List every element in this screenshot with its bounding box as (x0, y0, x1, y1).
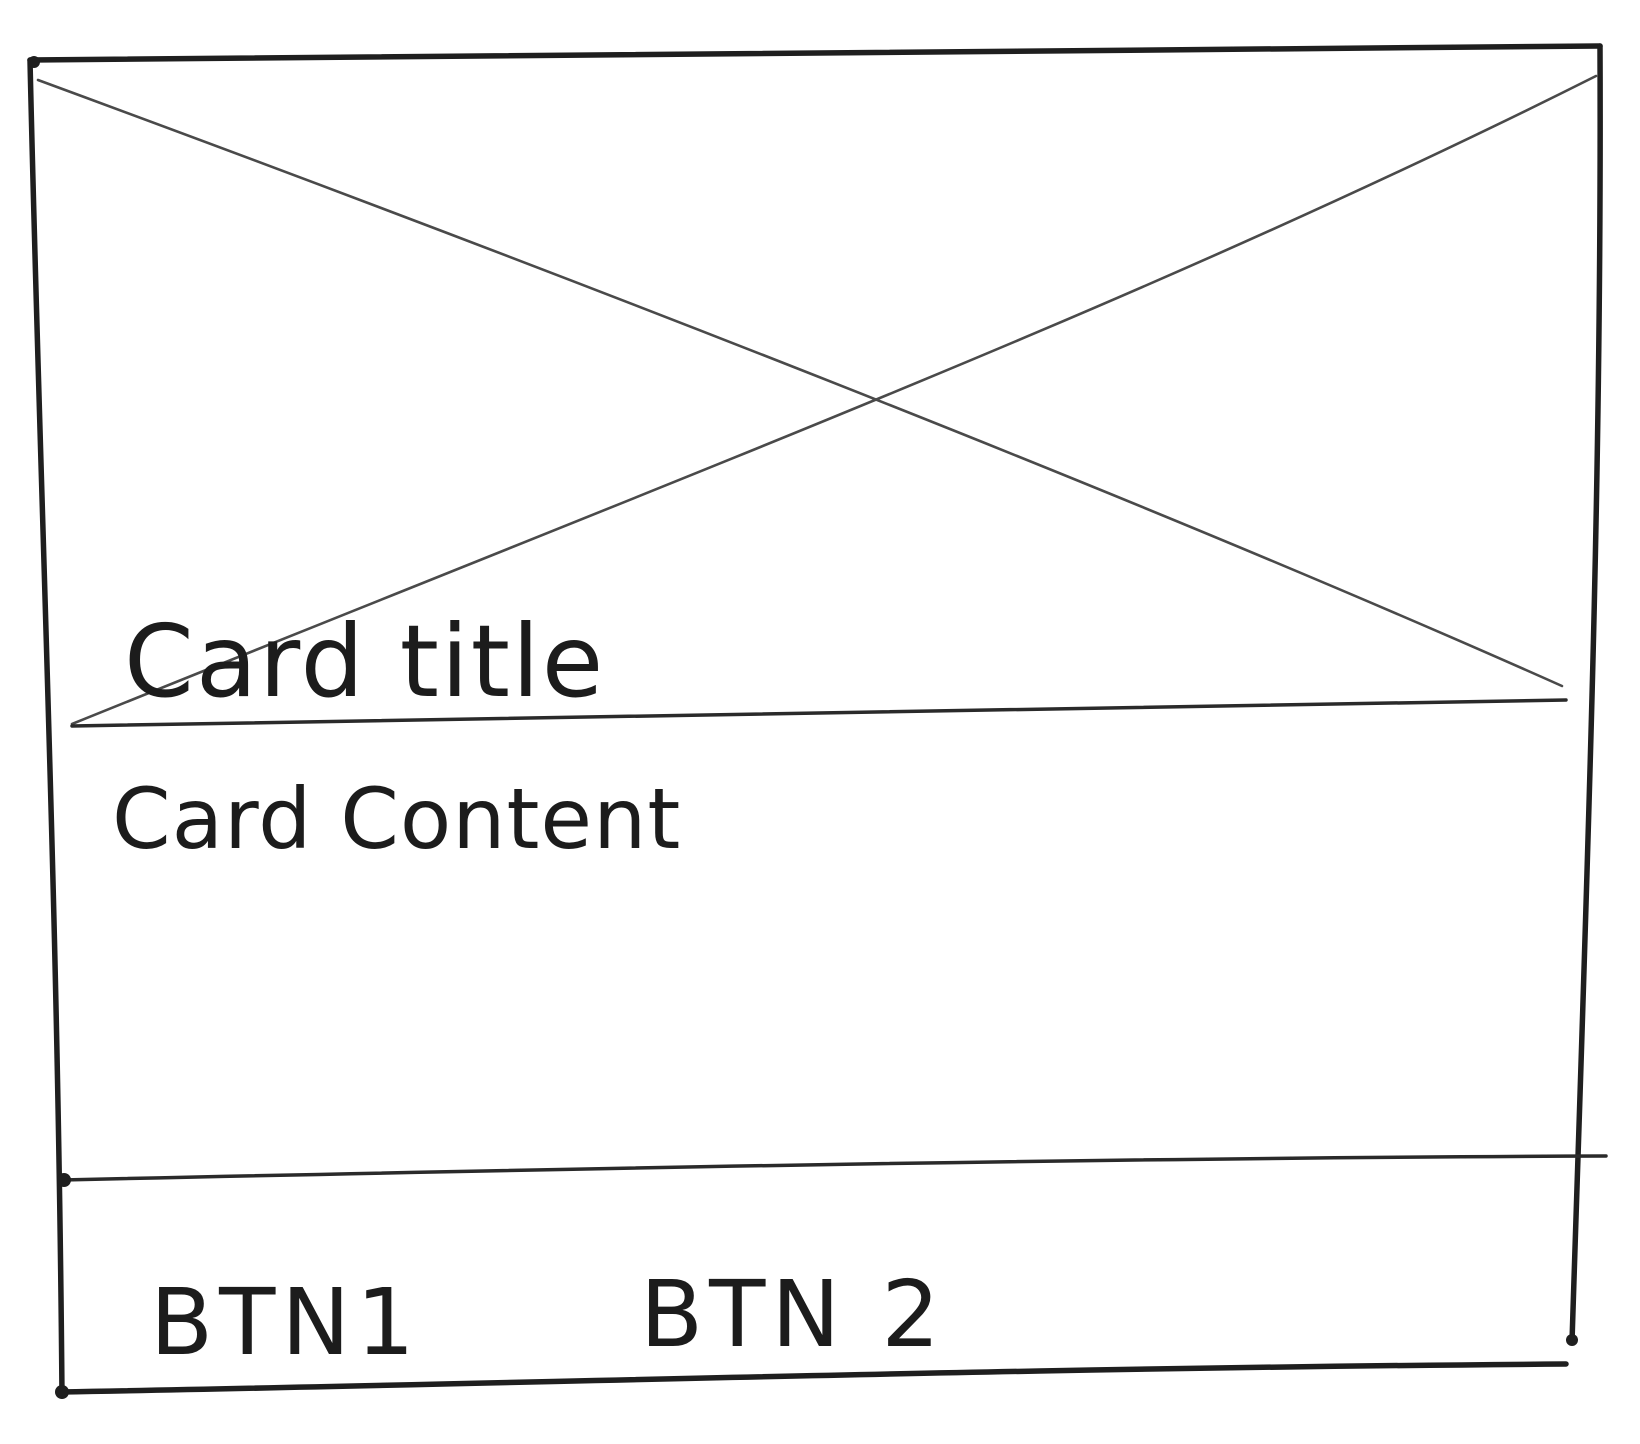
frame-right-edge (1569, 43, 1603, 1345)
frame-bottom-edge (57, 1361, 1569, 1395)
media-divider (70, 698, 1568, 728)
btn2-button[interactable]: BTN 2 (640, 1261, 946, 1368)
actions-divider-dot (57, 1173, 71, 1187)
frame-corner-dot-bottom-left (55, 1385, 69, 1399)
image-placeholder-icon (36, 74, 1598, 726)
frame-left-edge (27, 57, 65, 1399)
card-title: Card title (124, 603, 605, 720)
actions-divider (60, 1154, 1608, 1182)
frame-corner-dot-bottom-right (1566, 1334, 1578, 1346)
btn1-button[interactable]: BTN1 (150, 1269, 421, 1376)
placeholder-diagonal-a (36, 78, 1564, 688)
frame-top-edge (27, 43, 1603, 63)
placeholder-diagonal-b (70, 74, 1598, 726)
card-content: Card Content (112, 770, 681, 868)
frame-corner-dot-top-left (28, 56, 40, 68)
